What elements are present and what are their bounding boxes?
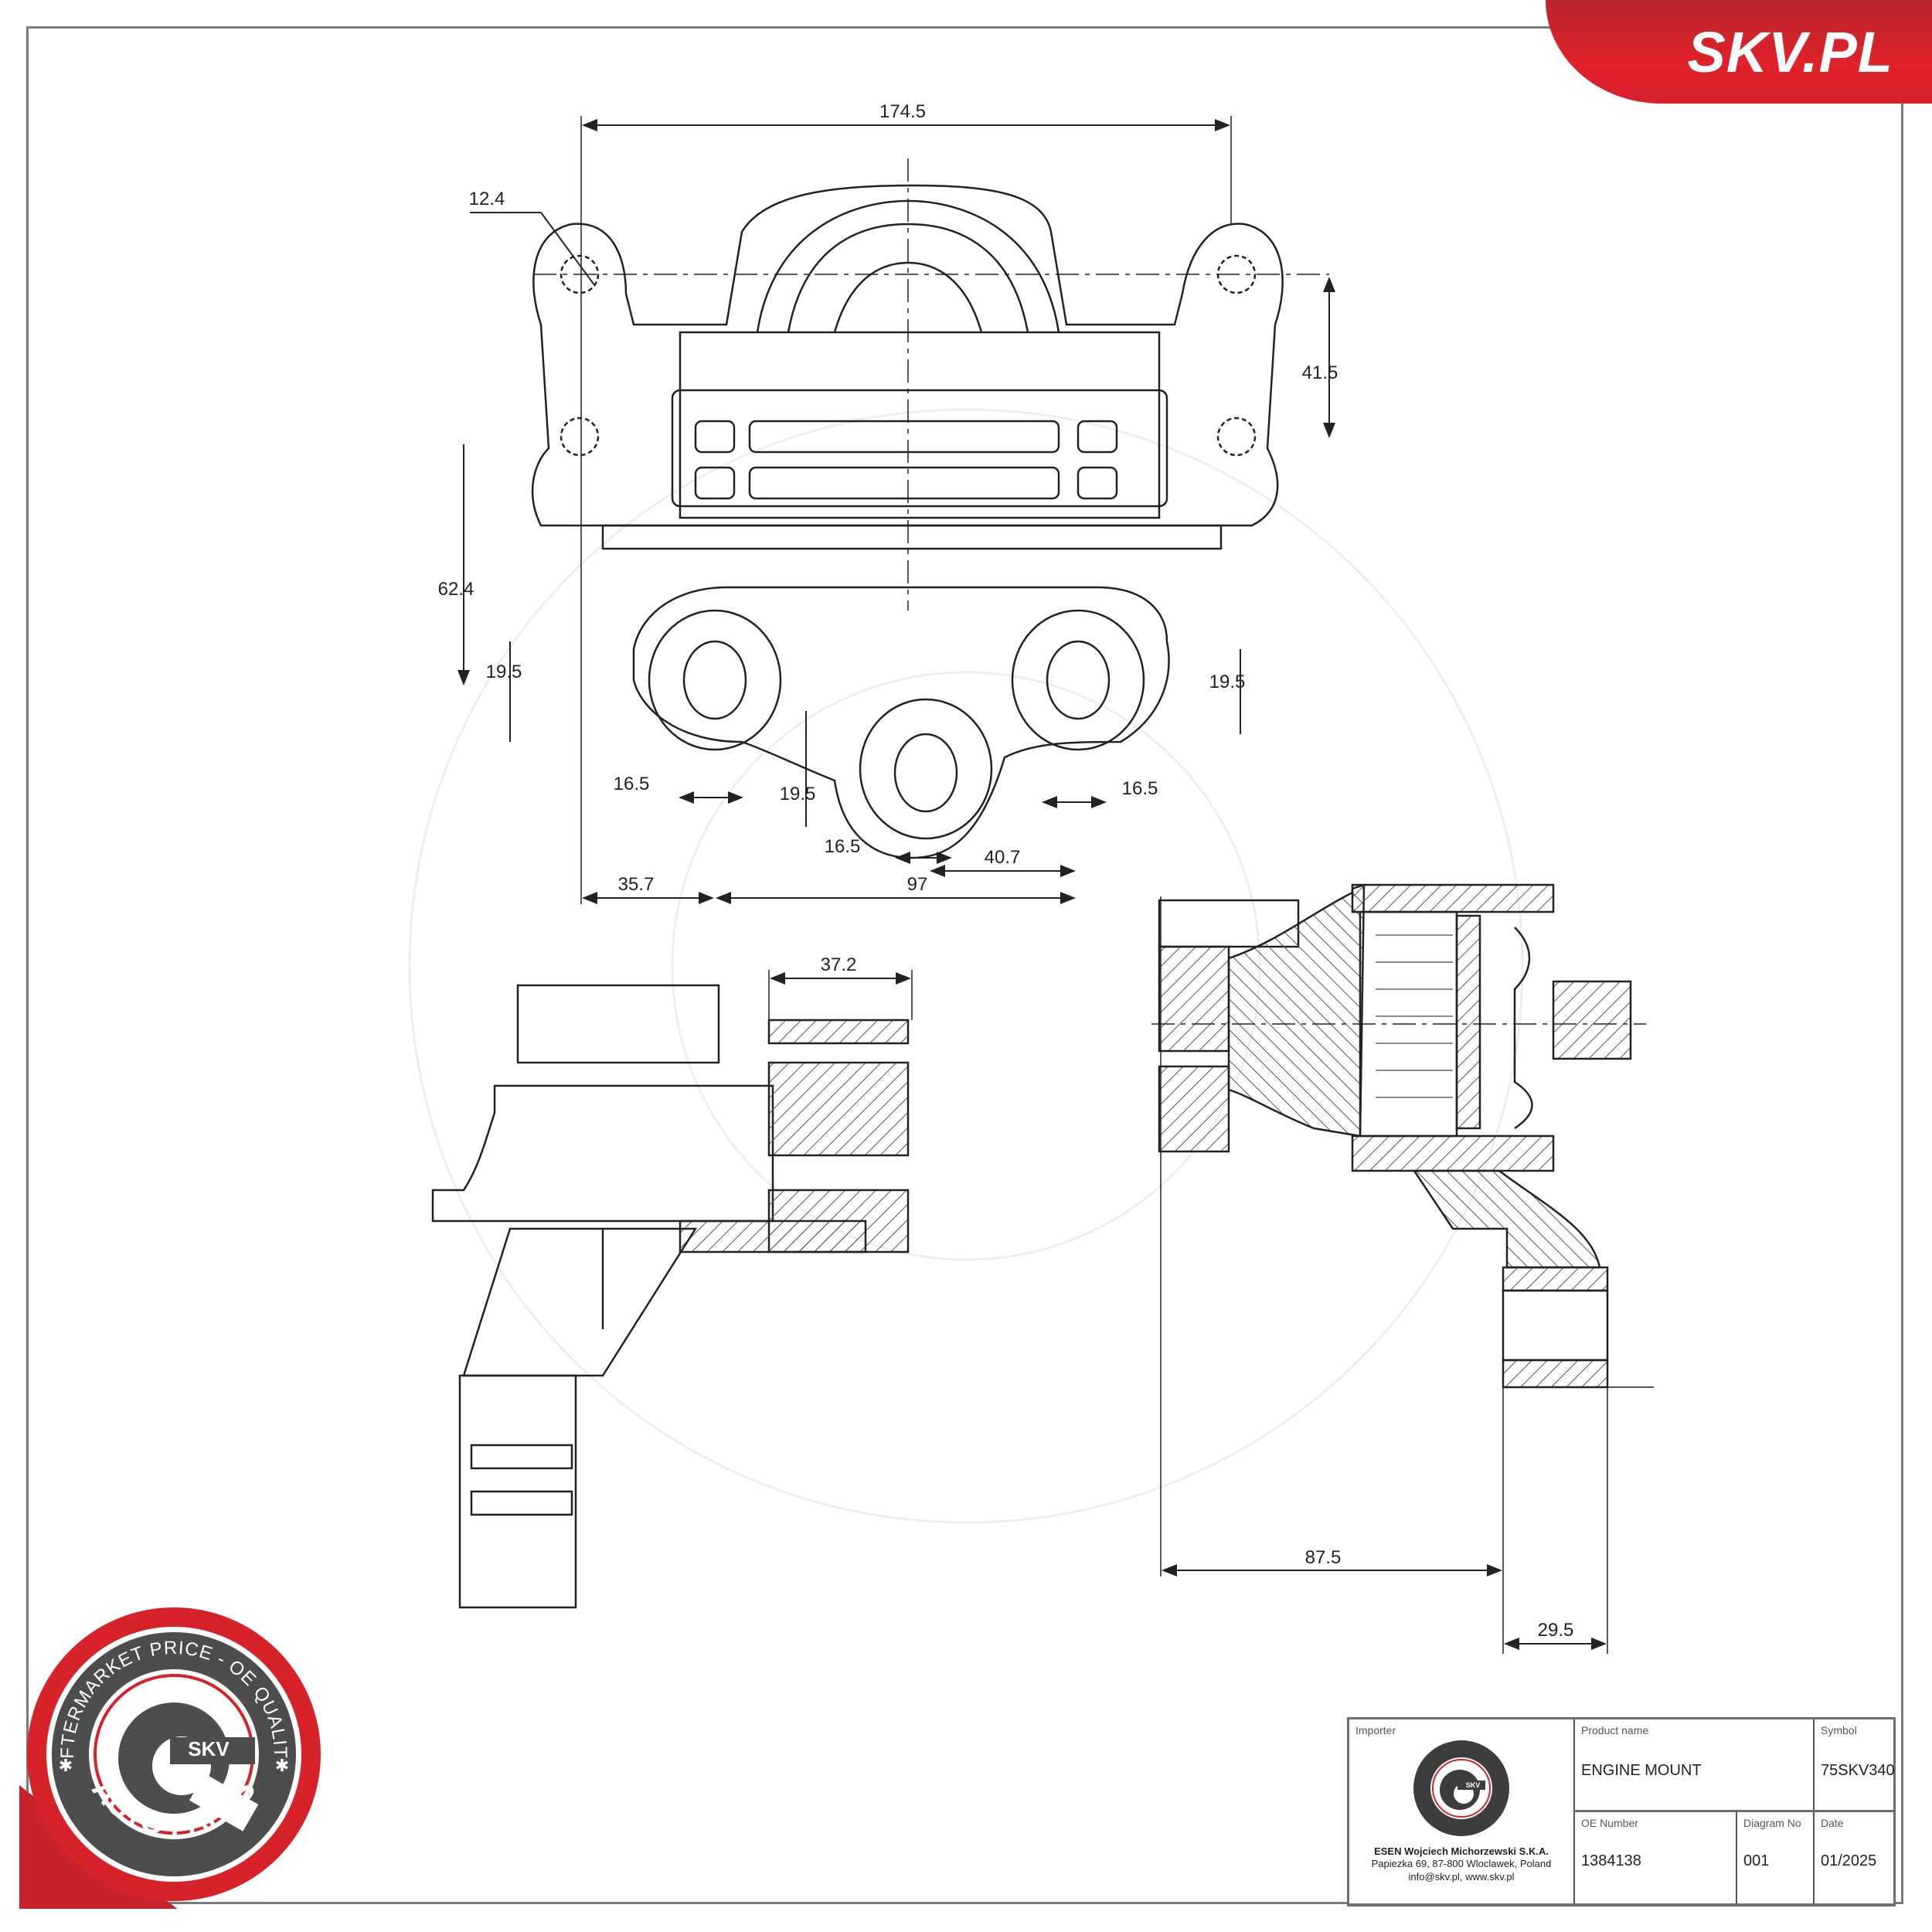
symbol-cell: Symbol 75SKV340 <box>1813 1719 1895 1812</box>
section-view-dimensions <box>1160 896 1654 1654</box>
side-view-dimension <box>768 970 913 1020</box>
badge-center-text: SKV <box>188 1737 230 1760</box>
oe-number-cell: OE Number 1384138 <box>1573 1812 1736 1903</box>
top-view <box>531 158 1329 859</box>
top-view-dimensions <box>457 116 1335 904</box>
dim-41-5: 41.5 <box>1302 362 1338 383</box>
drawing-frame <box>26 26 1903 1904</box>
dim-19-5-right: 19.5 <box>1209 672 1246 692</box>
importer-address: Papiezka 69, 87-800 Wloclawek, Poland <box>1371 1858 1552 1869</box>
svg-text:✱: ✱ <box>59 1756 73 1775</box>
diagram-no-label: Diagram No <box>1743 1817 1801 1829</box>
date-label: Date <box>1821 1817 1844 1829</box>
date-value: 01/2025 <box>1821 1852 1877 1869</box>
dim-62-4: 62.4 <box>438 579 474 600</box>
dim-87-5: 87.5 <box>1305 1547 1342 1568</box>
skv-badge-logo: AFTERMARKET PRICE - OE QUALITY AUTO PART… <box>19 1600 321 1909</box>
importer-label: Importer <box>1355 1724 1396 1736</box>
dim-29-5: 29.5 <box>1538 1620 1574 1641</box>
brand-tab[interactable]: SKV.PL <box>1546 0 1932 104</box>
svg-text:SKV: SKV <box>1466 1781 1481 1789</box>
top-view-dimension-labels: 174.5 12.4 41.5 62.4 19.5 19.5 19.5 16.5… <box>438 101 1338 895</box>
symbol-label: Symbol <box>1821 1724 1857 1736</box>
date-cell: Date 01/2025 <box>1813 1812 1893 1903</box>
dim-12-4: 12.4 <box>469 189 505 209</box>
dim-35-7: 35.7 <box>618 874 655 895</box>
dim-40-7: 40.7 <box>985 847 1021 868</box>
side-view <box>431 984 910 1609</box>
svg-text:✱: ✱ <box>275 1756 289 1775</box>
dim-174-5: 174.5 <box>879 101 926 122</box>
dim-16-5-center: 16.5 <box>825 836 861 857</box>
product-name-cell: Product name ENGINE MOUNT <box>1573 1719 1813 1812</box>
importer-contact[interactable]: info@skv.pl, www.skv.pl <box>1408 1871 1515 1883</box>
dim-19-5-left: 19.5 <box>486 662 522 682</box>
product-name-label: Product name <box>1581 1724 1649 1736</box>
dim-16-5-right: 16.5 <box>1122 778 1158 799</box>
importer-name: ESEN Wojciech Michorzewski S.K.A. <box>1374 1845 1549 1857</box>
diagram-no-value: 001 <box>1743 1852 1770 1869</box>
dim-19-5-center: 19.5 <box>780 784 816 804</box>
oe-number-label: OE Number <box>1581 1817 1638 1829</box>
symbol-value: 75SKV340 <box>1821 1762 1895 1779</box>
brand-site-label: SKV.PL <box>1687 19 1893 84</box>
importer-logo-icon: SKV <box>1413 1740 1509 1836</box>
section-view <box>1151 883 1646 1389</box>
importer-cell: Importer SKV ESEN Wojciech Michorzewski … <box>1349 1719 1573 1903</box>
title-block: Importer SKV ESEN Wojciech Michorzewski … <box>1347 1717 1896 1906</box>
dim-16-5-left: 16.5 <box>614 774 650 794</box>
diagram-no-cell: Diagram No 001 <box>1736 1812 1813 1903</box>
dim-37-2: 37.2 <box>821 954 857 975</box>
dim-97: 97 <box>907 874 928 895</box>
oe-number-value: 1384138 <box>1581 1852 1641 1869</box>
gear-e-logo-icon <box>118 1702 259 1832</box>
product-name-value: ENGINE MOUNT <box>1581 1762 1702 1779</box>
